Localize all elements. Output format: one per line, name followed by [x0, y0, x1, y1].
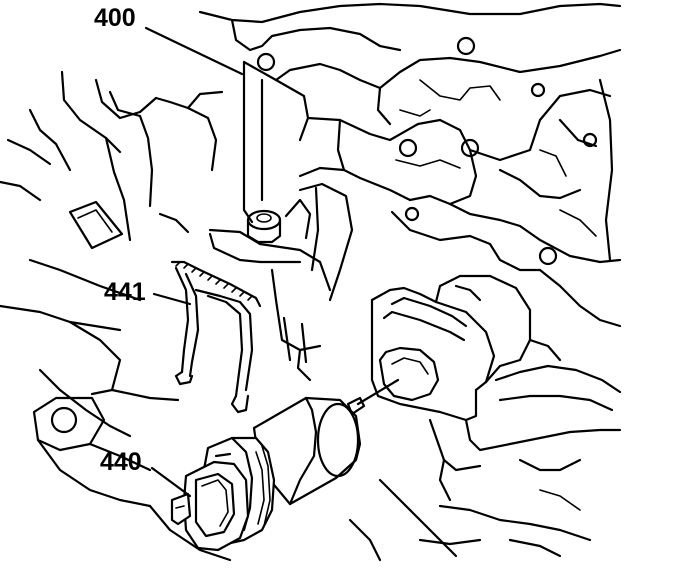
sensor-bore-boss: [370, 274, 562, 422]
callout-label-440: 440: [100, 448, 142, 476]
retainer-clip-441: [170, 260, 262, 414]
install-direction-line: [356, 378, 400, 406]
leader-line-400: [144, 26, 244, 76]
mounting-bracket: [208, 182, 354, 382]
leader-line-441: [152, 292, 192, 306]
callout-label-400: 400: [94, 4, 136, 32]
leader-line-440: [150, 466, 192, 498]
lower-case-rail: [348, 364, 622, 562]
leader-lines: [144, 26, 244, 498]
transmission-case: [0, 70, 332, 562]
valve-body: [198, 2, 622, 328]
callout-label-441: 441: [104, 278, 146, 306]
speed-sensor-440: [170, 396, 366, 552]
